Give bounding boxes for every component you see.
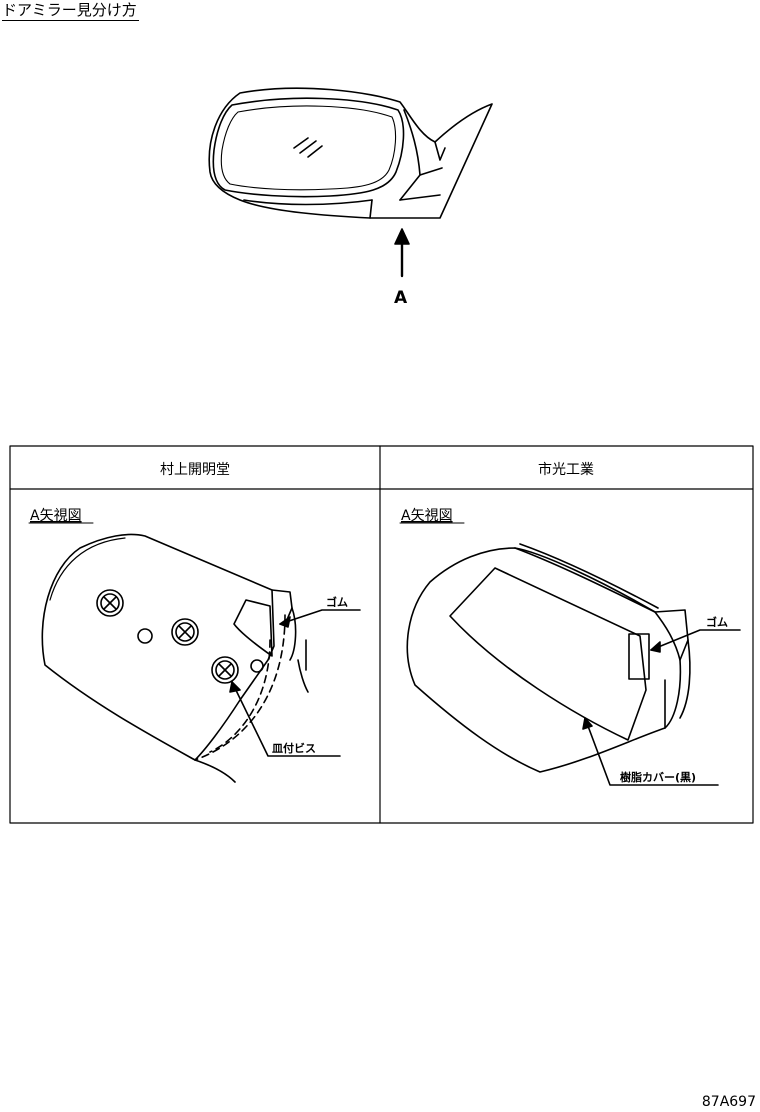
mounting-hole bbox=[137, 628, 153, 644]
screw-callout: 皿付ビス bbox=[272, 741, 316, 755]
dashed-mount-contour bbox=[209, 639, 271, 753]
housing-edge-line bbox=[297, 659, 309, 693]
page-title: ドアミラー見分け方 bbox=[2, 1, 139, 21]
resin-cover bbox=[449, 567, 647, 741]
glass-reflection-mark bbox=[293, 137, 309, 149]
cover-leader-line bbox=[584, 717, 719, 786]
rubber-leader-line bbox=[650, 629, 741, 651]
arrow-label: A bbox=[394, 288, 408, 308]
screw-icon bbox=[96, 589, 124, 617]
mirror-glass-outline bbox=[212, 97, 405, 198]
rubber-callout-right: ゴム bbox=[706, 615, 728, 629]
screw-icon bbox=[211, 656, 239, 684]
screw-icon bbox=[171, 618, 199, 646]
mirror-stay-detail bbox=[399, 194, 441, 201]
dashed-mount-contour bbox=[194, 614, 286, 761]
mirror-stay-detail bbox=[419, 167, 443, 176]
mounting-hole bbox=[250, 659, 264, 673]
housing-edge-line bbox=[194, 759, 236, 783]
drawing-code: 87A697 bbox=[701, 1094, 756, 1110]
rubber-leader-arrow bbox=[650, 641, 661, 653]
door-mirror-illustration bbox=[208, 87, 493, 278]
rubber-leader-line bbox=[279, 609, 361, 625]
ichikoh-view-a bbox=[406, 543, 741, 786]
housing-back-outline bbox=[406, 547, 682, 773]
housing-side-detail bbox=[271, 589, 293, 623]
screw-leader-arrow bbox=[229, 681, 241, 693]
glass-reflection-mark bbox=[299, 140, 317, 154]
glass-reflection-mark bbox=[307, 145, 323, 158]
housing-side-detail bbox=[679, 639, 691, 719]
murakami-view-a bbox=[41, 533, 361, 783]
mirror-housing-outline bbox=[208, 87, 493, 219]
view-arrow-head bbox=[394, 228, 410, 245]
cover-leader-arrow bbox=[582, 717, 593, 730]
cover-callout: 樹脂カバー(黒) bbox=[620, 770, 696, 784]
rubber-block bbox=[628, 633, 650, 680]
housing-back-outline bbox=[41, 533, 275, 761]
housing-side-detail bbox=[289, 607, 297, 661]
right-view-label: A矢視図 bbox=[401, 508, 453, 524]
housing-rim bbox=[519, 543, 659, 609]
comparison-table bbox=[9, 445, 754, 824]
mirror-stay-detail bbox=[369, 199, 373, 219]
housing-rim bbox=[514, 547, 656, 613]
left-view-label: A矢視図 bbox=[30, 508, 82, 524]
rubber-leader-arrow bbox=[279, 616, 291, 628]
rubber-callout-left: ゴム bbox=[326, 595, 348, 609]
screw-leader-line bbox=[231, 681, 341, 757]
rubber-pad bbox=[233, 599, 273, 657]
left-column-header: 村上開明堂 bbox=[160, 462, 230, 478]
table-border bbox=[9, 445, 754, 824]
housing-rim-curve bbox=[49, 537, 126, 601]
mirror-glass-inner bbox=[220, 105, 397, 191]
mirror-stay-detail bbox=[434, 141, 446, 161]
housing-side-detail bbox=[654, 609, 689, 661]
right-column-header: 市光工業 bbox=[538, 461, 594, 478]
mirror-housing-lower-edge bbox=[243, 199, 373, 206]
